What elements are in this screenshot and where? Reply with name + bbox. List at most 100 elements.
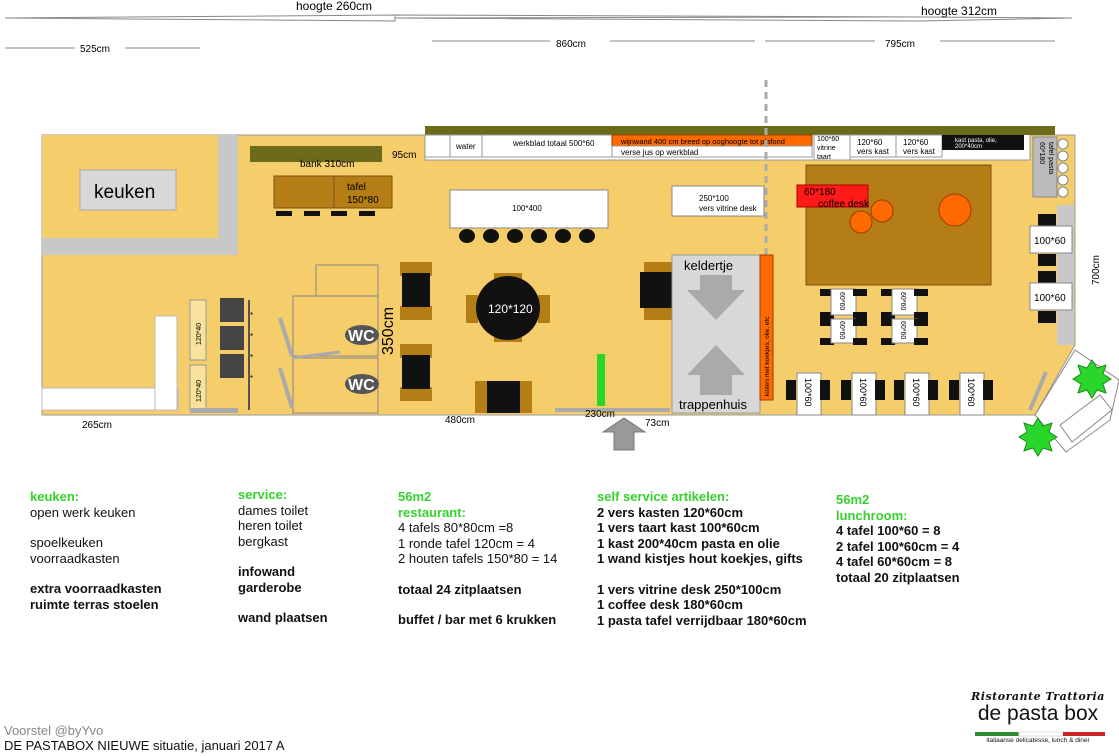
werkblad-label: werkblad totaal 500*60	[512, 139, 595, 148]
tafel-pasta-l2: tafel pasta	[1047, 142, 1054, 174]
legend-service-title: service:	[238, 487, 288, 502]
legend-item: garderobe	[238, 579, 302, 595]
table-100x60-b-label: 100*60	[1034, 293, 1066, 304]
terrace-door	[1028, 371, 1048, 411]
chair	[1038, 254, 1056, 266]
plant-icon	[1018, 417, 1058, 457]
door-wc-2	[278, 367, 294, 409]
legend-item: 1 wand kistjes hout koekjes, gifts	[597, 551, 803, 566]
stools-wooden-table	[276, 211, 375, 216]
door-wc-1	[278, 317, 294, 357]
legend-item: 2 houten tafels 150*80 = 14	[398, 551, 558, 566]
legend-keuken: keuken: open werk keuken spoelkeuken voo…	[30, 489, 162, 612]
vers-kast-1-l2: vers kast	[857, 147, 890, 156]
dim-hoogte-left: hoogte 260cm	[296, 0, 372, 13]
kitchen-wall-bottom	[42, 238, 238, 255]
legend-item: 4 tafel 100*60 = 8	[836, 523, 941, 538]
storage-box-2	[220, 326, 244, 350]
legend-item: totaal 20 zitplaatsen	[836, 569, 960, 585]
coffee-desk	[796, 184, 869, 208]
table-100x60-label: 100*60	[803, 378, 813, 407]
terrace-inner	[1059, 394, 1113, 443]
dim-860: 860cm	[556, 39, 586, 50]
wijnwand-label: wijnwand 400 cm breed op ooghoogte tot p…	[620, 137, 785, 146]
kisten-label: kisten met koekjes, olie, etc	[764, 316, 771, 396]
bank-bench	[250, 146, 382, 162]
versejus-label: verse jus op werkblad	[621, 148, 698, 157]
shelf-label-a: 120*40	[196, 323, 203, 345]
vitrine-taart-l2: vitrine	[817, 145, 836, 152]
legend-selfservice: self service artikelen: 2 vers kasten 12…	[597, 489, 807, 628]
keldertje-label: keldertje	[684, 258, 733, 273]
brand-logo: Ristorante Trattoria de pasta box italia…	[971, 690, 1105, 744]
legend-item: voorraadkasten	[30, 550, 120, 566]
legend-keuken-title: keuken:	[30, 489, 80, 504]
table-100x60-label: 100*60	[911, 378, 921, 407]
table-label-2: 150*80	[347, 195, 379, 206]
table-60x60-label: 60*60	[838, 321, 845, 339]
kitchen-block	[79, 169, 177, 211]
legend-service: service: dames toilet heren toilet bergk…	[238, 487, 328, 626]
bank-label: bank 310cm	[300, 159, 354, 170]
legend-item: heren toilet	[238, 518, 303, 533]
coffee-desk-l1: 60*180	[804, 187, 836, 198]
table-label-1: tafel	[347, 182, 366, 193]
flag-red	[1063, 732, 1105, 736]
dimension-lines	[4, 14, 1073, 49]
lunch-big-table	[805, 164, 992, 286]
legend-item: 1 vers vitrine desk 250*100cm	[597, 581, 782, 597]
kitchen-wall	[218, 135, 238, 255]
wall-stub	[190, 408, 238, 413]
counter-bottom	[41, 387, 179, 411]
dim-700: 700cm	[1091, 255, 1102, 285]
plant-icon	[1072, 359, 1112, 399]
legend-item: bergkast	[238, 533, 288, 549]
footer-title: DE PASTABOX NIEUWE situatie, januari 201…	[4, 738, 285, 753]
table-60x60-label: 60*60	[899, 292, 906, 310]
legend-lunchroom-area: 56m2	[836, 492, 870, 507]
marker-star: *	[250, 374, 253, 383]
legend-item: ruimte terras stoelen	[30, 596, 159, 612]
legend-restaurant-area: 56m2	[398, 489, 432, 504]
vers-kast-1-l1: 120*60	[857, 138, 883, 147]
brand-name: de pasta box	[977, 702, 1099, 725]
restaurant-tables	[400, 262, 674, 413]
vitrine-desk-l1: 250*100	[699, 194, 729, 203]
versejus-counter	[611, 145, 813, 158]
legend-item: 1 coffee desk 180*60cm	[597, 597, 743, 612]
legend-item: 2 tafel 100*60cm = 4	[836, 538, 960, 554]
storage-box-1	[220, 298, 244, 322]
legend-item: 1 vers taart kast 100*60cm	[597, 520, 760, 535]
vitrine-desk-l2: vers vitrine desk	[699, 204, 758, 213]
kast-pasta-l1: kast pasta, olie,	[955, 138, 997, 144]
legend-item: wand plaatsen	[238, 610, 328, 625]
top-wall-strip	[425, 126, 1055, 135]
round-stool	[849, 210, 873, 234]
wc-label-1: WC	[348, 328, 375, 345]
water-label: water	[455, 142, 476, 151]
counter-vertical	[154, 315, 178, 411]
wooden-table-right	[333, 175, 393, 209]
brand-tagline: italiaanse delicatesse, lunch & diner	[986, 737, 1090, 744]
legend-item: 2 vers kasten 120*60cm	[597, 504, 744, 520]
vitrine-taart-l1: 100*60	[817, 136, 839, 143]
stools-right-wall	[1057, 138, 1069, 198]
legend-lunchroom-title: lunchroom:	[836, 507, 908, 523]
kisten-wall	[759, 254, 774, 401]
chair	[1038, 214, 1056, 226]
legend-restaurant-title: restaurant:	[398, 504, 466, 520]
chair	[1038, 311, 1056, 323]
footer-voorstel: Voorstel @byYvo	[4, 723, 104, 738]
round-stool	[870, 199, 894, 223]
table-100x60-b	[1029, 282, 1073, 311]
kast-pasta	[942, 135, 1024, 150]
legend-item: buffet / bar met 6 krukken	[398, 612, 557, 627]
wc-icon-2	[345, 374, 379, 394]
legend-lunchroom: 56m2 lunchroom: 4 tafel 100*60 = 8 2 taf…	[836, 492, 960, 585]
vers-kast-2-l2: vers kast	[903, 147, 936, 156]
tables-60x60	[820, 288, 928, 345]
bar-counter	[449, 189, 609, 229]
legend-item: spoelkeuken	[30, 535, 103, 550]
table-100x60-a	[1029, 225, 1073, 254]
